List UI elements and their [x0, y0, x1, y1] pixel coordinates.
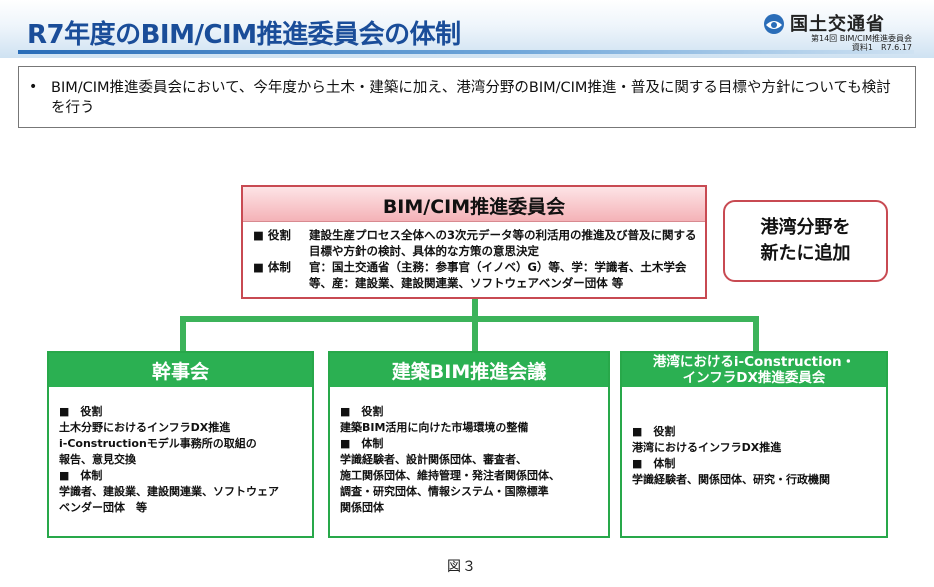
figure-caption: 図３ [447, 559, 477, 575]
subcommittee-box-harbor-dx: 港湾におけるi-Construction・ インフラDX推進委員会 ■ 役割 港… [620, 351, 888, 538]
callout-line2: 新たに追加 [760, 243, 851, 264]
subcommittee-structure-label: ■ 体制 [59, 469, 103, 482]
subcommittee-structure-line: 学識者、建設業、建設関連業、ソフトウェア [59, 485, 279, 498]
committee-structure-row: ■ 体制 官：国土交通省（主務：参事官（イノベ）G）等、学：学識者、土木学会等、… [253, 259, 699, 291]
subcommittee-structure-label: ■ 体制 [632, 457, 676, 470]
callout-harbor-added: 港湾分野を 新たに追加 [723, 200, 888, 282]
subcommittee-role-line: 建築BIM活用に向けた市場環境の整備 [340, 421, 529, 434]
summary-text: BIM/CIM推進委員会において、今年度から土木・建築に加え、港湾分野のBIM/… [51, 80, 891, 116]
subcommittee-role-line: i-Constructionモデル事務所の取組の [59, 437, 257, 450]
meeting-note-line1: 第14回 BIM/CIM推進委員会 [810, 34, 912, 43]
connector-drop-right [753, 316, 759, 352]
subcommittee-title: 建築BIM推進会議 [391, 360, 547, 383]
connector-drop-center [472, 316, 478, 352]
subcommittee-title-line1: 港湾におけるi-Construction・ [652, 354, 856, 370]
connector-vertical-main [472, 299, 478, 319]
subcommittee-role-line: 土木分野におけるインフラDX推進 [59, 421, 231, 434]
committee-role-text: 建設生産プロセス全体への3次元データ等の利活用の推進及び普及に関する目標や方針の… [309, 228, 697, 258]
title-underline [18, 50, 914, 54]
subcommittee-structure-line: 施工関係団体、維持管理・発注者関係団体、 [340, 469, 560, 482]
subcommittee-role-label: ■ 役割 [340, 405, 384, 418]
subcommittee-role-label: ■ 役割 [59, 405, 103, 418]
subcommittee-box-kanjikai: 幹事会 ■ 役割 土木分野におけるインフラDX推進 i-Construction… [47, 351, 314, 538]
summary-box: • BIM/CIM推進委員会において、今年度から土木・建築に加え、港湾分野のBI… [18, 66, 916, 128]
subcommittee-title: 幹事会 [151, 360, 209, 383]
committee-structure-label: ■ 体制 [253, 260, 291, 274]
committee-role-label: ■ 役割 [253, 228, 291, 242]
connector-horizontal [180, 316, 759, 322]
subcommittee-structure-label: ■ 体制 [340, 437, 384, 450]
committee-title: BIM/CIM推進委員会 [382, 196, 566, 218]
committee-structure-text: 官：国土交通省（主務：参事官（イノベ）G）等、学：学識者、土木学会等、産：建設業… [309, 260, 687, 290]
subcommittee-structure-line: 学識経験者、設計関係団体、審査者、 [340, 453, 527, 466]
committee-body: ■ 役割 建設生産プロセス全体への3次元データ等の利活用の推進及び普及に関する目… [253, 227, 699, 291]
subcommittee-body: ■ 役割 港湾におけるインフラDX推進 ■ 体制 学識経験者、関係団体、研究・行… [632, 424, 884, 488]
committee-box: BIM/CIM推進委員会 ■ 役割 建設生産プロセス全体への3次元データ等の利活… [241, 185, 707, 299]
subcommittee-body: ■ 役割 土木分野におけるインフラDX推進 i-Constructionモデル事… [59, 404, 309, 516]
connector-drop-left [180, 316, 186, 352]
subcommittee-structure-line: 学識経験者、関係団体、研究・行政機関 [632, 473, 830, 486]
subcommittee-structure-line: 調査・研究団体、情報システム・国際標準 [340, 485, 549, 498]
committee-header: BIM/CIM推進委員会 [243, 187, 705, 222]
ministry-name: 国土交通省 [790, 14, 885, 35]
subcommittee-title-line2: インフラDX推進委員会 [682, 370, 826, 386]
ministry-logo-icon [764, 14, 784, 34]
summary-bullet: • [29, 79, 38, 95]
page-title: R7年度のBIM/CIM推進委員会の体制 [27, 20, 461, 50]
subcommittee-structure-line: ベンダー団体 等 [59, 501, 147, 514]
subcommittee-body: ■ 役割 建築BIM活用に向けた市場環境の整備 ■ 体制 学識経験者、設計関係団… [340, 404, 608, 516]
subcommittee-role-line: 港湾におけるインフラDX推進 [632, 441, 782, 454]
subcommittee-header: 建築BIM推進会議 [330, 353, 608, 387]
meeting-note-line2: 資料1 R7.6.17 [851, 43, 912, 52]
subcommittee-box-architecture-bim: 建築BIM推進会議 ■ 役割 建築BIM活用に向けた市場環境の整備 ■ 体制 学… [328, 351, 610, 538]
subcommittee-header: 幹事会 [49, 353, 312, 387]
subcommittee-header: 港湾におけるi-Construction・ インフラDX推進委員会 [622, 353, 886, 387]
subcommittee-role-line: 報告、意見交換 [59, 453, 136, 466]
subcommittee-role-label: ■ 役割 [632, 425, 676, 438]
meeting-note: 第14回 BIM/CIM推進委員会 資料1 R7.6.17 [760, 34, 912, 52]
callout-line1: 港湾分野を [760, 217, 851, 238]
subcommittee-structure-line: 関係団体 [340, 501, 384, 514]
committee-role-row: ■ 役割 建設生産プロセス全体への3次元データ等の利活用の推進及び普及に関する目… [253, 227, 699, 259]
